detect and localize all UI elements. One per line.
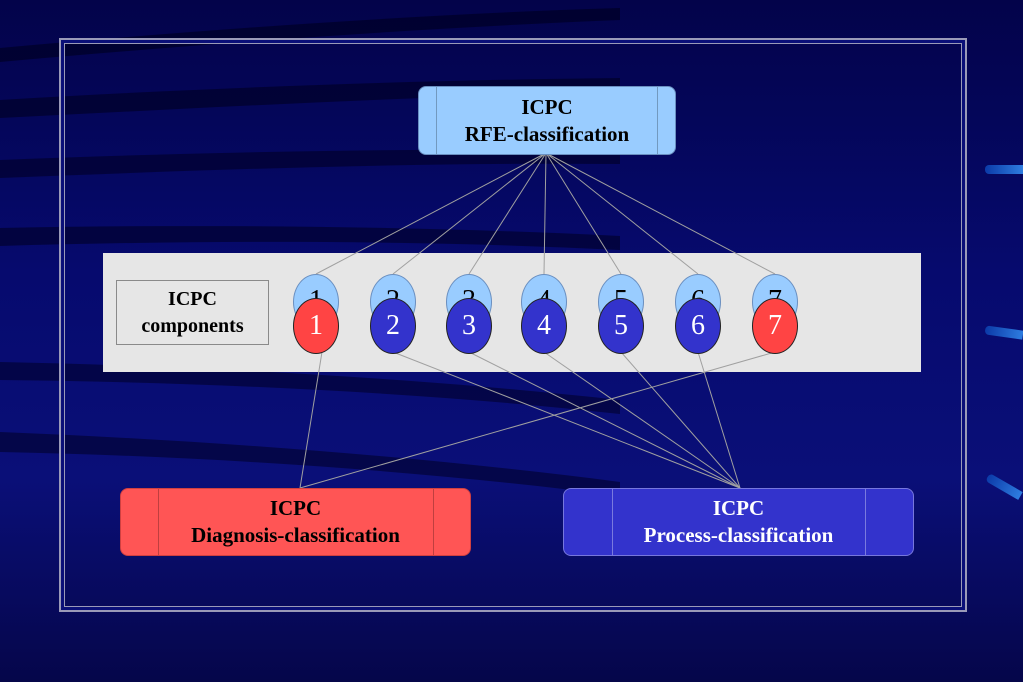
component-number: 7 — [768, 310, 782, 341]
components-label-line2: components — [141, 314, 244, 337]
diagnosis-line1: ICPC — [269, 496, 322, 520]
component-3: 3 — [446, 298, 492, 354]
slide-frame — [59, 38, 967, 612]
edge-decoration — [985, 165, 1023, 174]
component-number: 5 — [614, 310, 628, 341]
diagnosis-line2: Diagnosis-classification — [191, 523, 400, 547]
component-number: 3 — [462, 310, 476, 341]
rfe-line1: ICPC — [521, 94, 573, 119]
process-classification-box: ICPC Process-classification — [563, 488, 914, 556]
component-1: 1 — [293, 298, 339, 354]
component-4: 4 — [521, 298, 567, 354]
diagnosis-classification-box: ICPC Diagnosis-classification — [120, 488, 471, 556]
components-label-line1: ICPC — [168, 287, 217, 310]
process-line2: Process-classification — [643, 523, 834, 547]
component-6: 6 — [675, 298, 721, 354]
component-2: 2 — [370, 298, 416, 354]
components-label: ICPC components — [116, 280, 269, 345]
rfe-line2: RFE-classification — [464, 121, 630, 146]
rfe-classification-box: ICPC RFE-classification — [418, 86, 676, 155]
component-5: 5 — [598, 298, 644, 354]
component-number: 1 — [309, 310, 323, 341]
component-number: 4 — [537, 310, 551, 341]
process-line1: ICPC — [712, 496, 765, 520]
component-7: 7 — [752, 298, 798, 354]
component-number: 6 — [691, 310, 705, 341]
component-number: 2 — [386, 310, 400, 341]
